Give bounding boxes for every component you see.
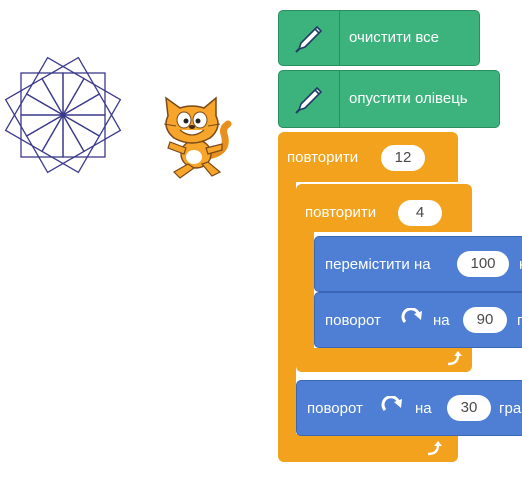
turn-30-on: на	[415, 400, 432, 417]
drawn-square	[20, 72, 64, 116]
rotate-clockwise-icon	[381, 396, 402, 411]
turn-30-suffix: гра	[499, 400, 522, 417]
move-steps-input[interactable]: 100	[457, 251, 509, 277]
pen-icon	[295, 86, 323, 114]
loop-arrow-icon	[447, 351, 462, 366]
drawn-square	[62, 93, 122, 153]
rotate-clockwise-icon	[401, 308, 422, 323]
turn-30-block[interactable]: поворот на 30 гра	[296, 380, 522, 436]
loop-arrow-icon	[427, 441, 442, 456]
drawn-square	[25, 56, 85, 116]
turn-90-block[interactable]: поворот на 90 г	[314, 292, 522, 348]
repeat-4-label: повторити	[305, 204, 377, 221]
clear-all-label: очистити все	[349, 29, 440, 46]
pen-drawing	[4, 56, 122, 174]
drawn-square	[4, 93, 64, 153]
turn-90-input[interactable]: 90	[463, 307, 507, 333]
move-steps-suffix: к	[519, 256, 522, 274]
pen-down-label: опустити олівець	[349, 90, 468, 107]
drawn-square	[41, 56, 101, 116]
turn-30-label: поворот	[307, 400, 363, 417]
drawn-square	[4, 77, 64, 137]
turn-90-label: поворот	[325, 312, 381, 329]
turn-30-input[interactable]: 30	[447, 395, 491, 421]
turn-90-suffix: г	[517, 312, 522, 329]
turn-90-on: на	[433, 312, 450, 329]
block-divider	[339, 11, 340, 65]
repeat-4-count[interactable]: 4	[398, 200, 442, 226]
repeat-12-count[interactable]: 12	[381, 145, 425, 171]
scratch-cat-sprite[interactable]	[150, 94, 242, 184]
move-steps-label: перемістити на	[325, 256, 431, 273]
drawn-square	[41, 114, 101, 174]
pen-icon	[295, 25, 323, 53]
block-divider	[339, 71, 340, 127]
drawn-square	[62, 77, 122, 137]
clear-all-block[interactable]: очистити все	[278, 10, 480, 66]
move-steps-block[interactable]: перемістити на 100 к	[314, 236, 522, 292]
repeat-12-label: повторити	[287, 149, 359, 166]
drawn-square	[25, 114, 85, 174]
pen-down-block[interactable]: опустити олівець	[278, 70, 500, 128]
